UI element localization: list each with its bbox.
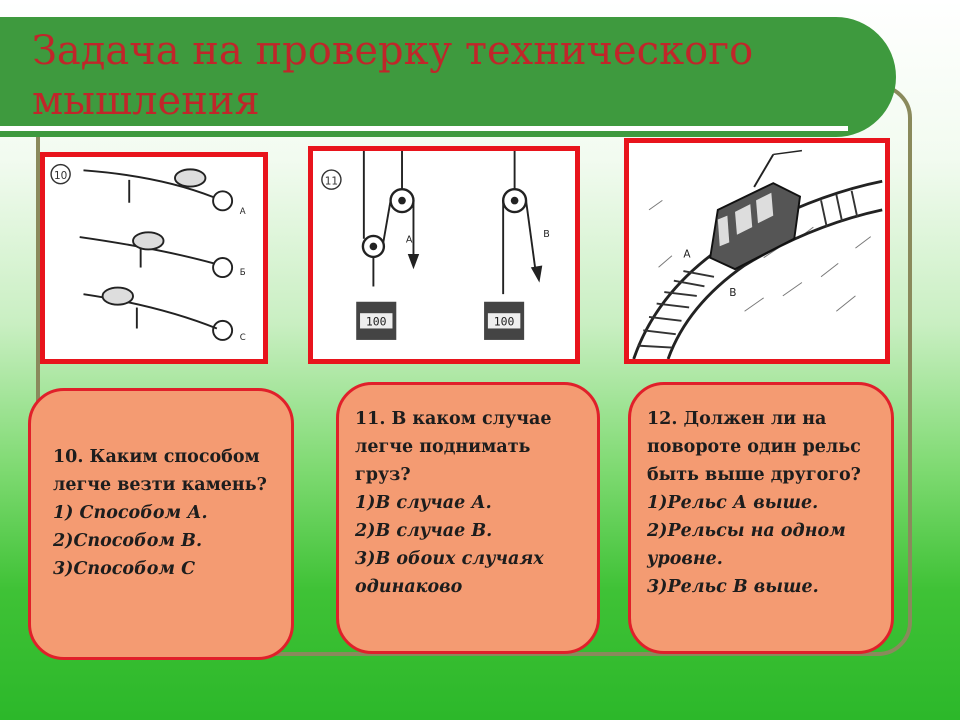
svg-text:A: A xyxy=(683,249,691,261)
question-card-12: 12. Должен ли на повороте один рельс быт… xyxy=(628,382,894,654)
answer-option[interactable]: 1)Рельс А выше. xyxy=(647,493,819,513)
picture-12-tram-on-curve: A B xyxy=(624,138,890,364)
answer-option[interactable]: 3)В обоих случаях одинаково xyxy=(355,549,544,597)
answer-option[interactable]: 2)В случае В. xyxy=(355,521,493,541)
question-text: 10. Каким способом легче везти камень? xyxy=(53,447,267,495)
answer-option[interactable]: 1)В случае А. xyxy=(355,493,492,513)
svg-text:B: B xyxy=(729,287,736,299)
question-text: 11. В каком случае легче поднимать груз? xyxy=(355,409,552,485)
slide-title: Задача на проверку технического мышления xyxy=(32,28,754,124)
slopes-illustration: 10 A Б C xyxy=(50,163,246,343)
svg-text:11: 11 xyxy=(325,175,338,187)
picture-10-stone-on-slopes: 10 A Б C xyxy=(40,152,268,364)
svg-text:A: A xyxy=(240,207,246,217)
title-underline xyxy=(0,126,848,131)
answer-option[interactable]: 1) Способом А. xyxy=(53,503,208,523)
svg-text:C: C xyxy=(240,333,246,343)
title-bar xyxy=(0,17,896,137)
question-card-10: 10. Каким способом легче везти камень? 1… xyxy=(28,388,294,660)
tram-illustration: A B xyxy=(632,149,883,359)
picture-11-pulleys: 11 100 A 100 B xyxy=(308,146,580,364)
question-card-11: 11. В каком случае легче поднимать груз?… xyxy=(336,382,600,654)
svg-text:A: A xyxy=(406,235,413,246)
answer-option[interactable]: 2)Способом В. xyxy=(53,531,203,551)
question-text: 12. Должен ли на повороте один рельс быт… xyxy=(647,409,861,485)
answer-option[interactable]: 2)Рельсы на одном уровне. xyxy=(647,521,846,569)
svg-text:B: B xyxy=(543,229,550,240)
svg-text:Б: Б xyxy=(240,268,246,278)
svg-text:100: 100 xyxy=(494,315,515,329)
pulleys-illustration: 11 100 A 100 B xyxy=(321,151,550,340)
svg-text:10: 10 xyxy=(54,170,67,182)
answer-option[interactable]: 3)Способом С xyxy=(53,559,196,579)
answer-option[interactable]: 3)Рельс В выше. xyxy=(647,577,819,597)
svg-text:100: 100 xyxy=(366,315,387,329)
